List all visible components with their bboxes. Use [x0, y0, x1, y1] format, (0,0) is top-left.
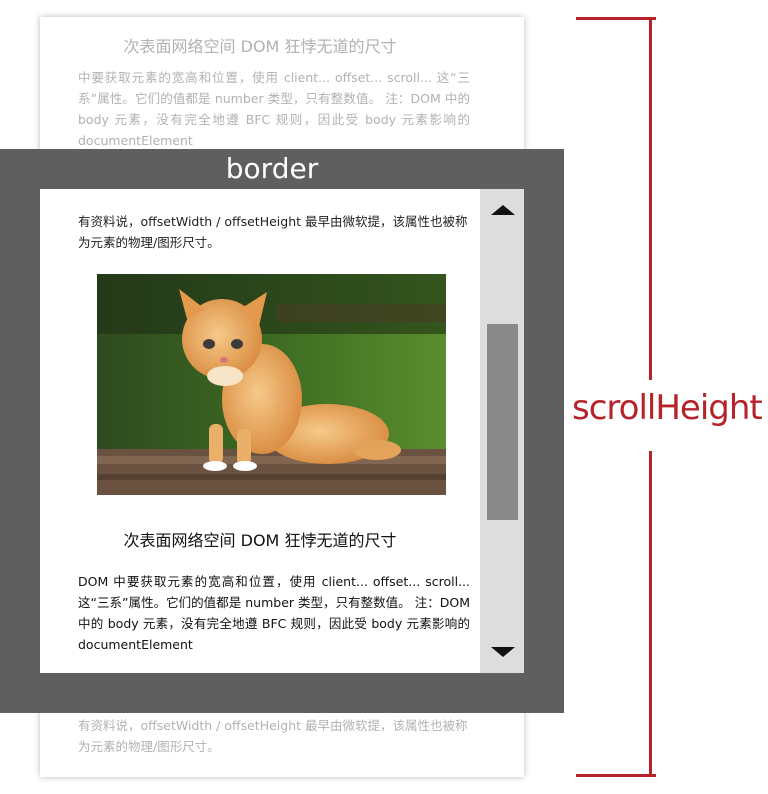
faded-paragraph: 中要获取元素的宽高和位置，使用 client... offset... scro… — [78, 70, 470, 148]
bracket-line-upper — [649, 17, 652, 380]
scroll-up-arrow-icon[interactable] — [491, 205, 515, 215]
scrollheight-label: scrollHeight — [572, 388, 763, 428]
border-box: border 有资料说，offsetWidth / offsetHeight 最… — [0, 149, 564, 713]
viewport-paragraph-main: DOM 中要获取元素的宽高和位置，使用 client... offset... … — [78, 574, 470, 652]
border-label: border — [225, 152, 319, 185]
faded-title: 次表面网络空间 DOM 狂悖无道的尺寸 — [123, 37, 397, 56]
viewport-paragraph-top: 有资料说，offsetWidth / offsetHeight 最早由微软提，该… — [78, 214, 468, 250]
visible-viewport: 有资料说，offsetWidth / offsetHeight 最早由微软提，该… — [40, 189, 524, 673]
bracket-bottom-tick — [576, 774, 656, 777]
kitten-image — [97, 274, 446, 495]
bracket-top-tick — [576, 17, 656, 20]
scroll-down-arrow-icon[interactable] — [491, 647, 515, 657]
vertical-scrollbar[interactable] — [480, 189, 524, 673]
faded-paragraph-bottom: 有资料说，offsetWidth / offsetHeight 最早由微软提，该… — [78, 718, 468, 754]
scrollbar-thumb[interactable] — [487, 324, 518, 520]
viewport-heading: 次表面网络空间 DOM 狂悖无道的尺寸 — [123, 531, 397, 550]
bracket-line-lower — [649, 451, 652, 777]
